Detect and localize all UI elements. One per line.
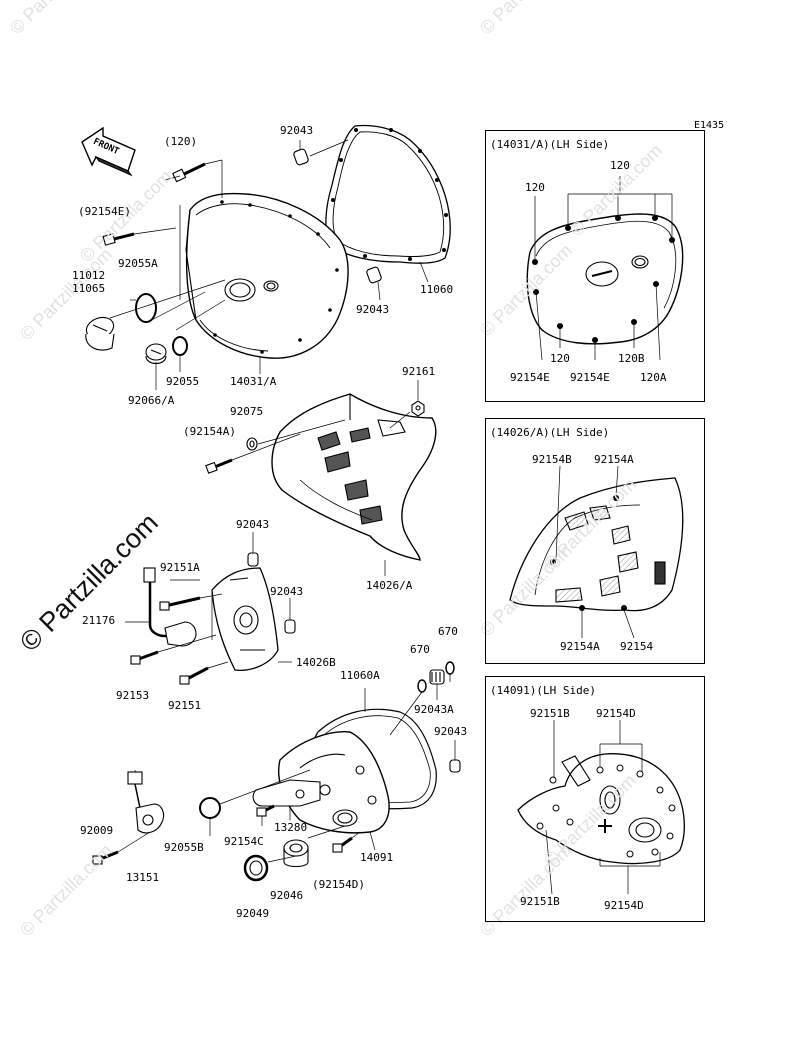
part-label: 120: [525, 181, 545, 194]
part-label: 92043: [236, 518, 270, 531]
dowel-pin-92043-d: [449, 759, 461, 773]
neutral-switch-21176: [143, 567, 197, 647]
bracket-14026b: [211, 567, 279, 671]
inset-box-14091: [485, 676, 705, 922]
part-label: 13280: [274, 821, 308, 834]
part-label: (92154D): [312, 878, 365, 891]
part-label: 92055: [166, 375, 200, 388]
part-label: 120: [550, 352, 570, 365]
part-label: 92154E: [570, 371, 610, 384]
part-label: (120): [164, 135, 198, 148]
inset-title: (14091)(LH Side): [490, 684, 596, 697]
part-label: 14091: [360, 851, 394, 864]
part-label: 92151A: [160, 561, 200, 574]
part-label: (92154E): [78, 205, 131, 218]
part-label: (92154A): [183, 425, 236, 438]
cover-14091: [278, 731, 390, 834]
part-label: 14026B: [296, 656, 336, 669]
part-label: 92049: [236, 907, 270, 920]
gasket-11060: [325, 124, 451, 264]
o-ring-92055a: [135, 293, 157, 323]
o-ring-670-b: [445, 661, 455, 675]
dowel-pin-92043a: [429, 669, 445, 685]
part-label: 11012: [72, 269, 106, 282]
part-label: 14026/A: [366, 579, 413, 592]
plate-13280: [252, 779, 321, 807]
part-label: 92154A: [560, 640, 600, 653]
dowel-pin-92043-top: [293, 148, 309, 166]
part-label: 670: [438, 625, 458, 638]
part-label: 92055B: [164, 841, 204, 854]
seal-92049: [243, 854, 269, 882]
part-label: 670: [410, 643, 430, 656]
bolt-92154a: [205, 458, 233, 474]
bolt-120: [172, 162, 206, 183]
part-label: 92043: [280, 124, 314, 137]
bolt-92151: [179, 666, 209, 685]
inset-cover-14091: [517, 720, 685, 895]
inset-box-14031a: [485, 130, 705, 402]
part-label: 92154A: [594, 453, 634, 466]
bolt-92009: [92, 850, 119, 865]
washer-92075: [246, 437, 258, 451]
part-label: 92151B: [530, 707, 570, 720]
part-label: 92043: [356, 303, 390, 316]
part-label: 92055A: [118, 257, 158, 270]
part-label: 92043A: [414, 703, 454, 716]
part-label: 92154D: [604, 899, 644, 912]
o-ring-92055b: [199, 797, 221, 819]
part-label: 11060A: [340, 669, 380, 682]
bolt-92153: [130, 650, 159, 665]
dowel-pin-92043-b: [247, 552, 259, 567]
cover-14031a: [185, 192, 349, 359]
part-label: 92043: [434, 725, 468, 738]
part-label: 120B: [618, 352, 645, 365]
part-label: 92153: [116, 689, 150, 702]
inset-cover-14031a: [526, 176, 684, 361]
bolt-92154d: [332, 836, 353, 853]
part-label: 92154B: [532, 453, 572, 466]
part-label: 120: [610, 159, 630, 172]
diagram-code: E1435: [694, 120, 725, 131]
part-label: 92151B: [520, 895, 560, 908]
sensor-13151: [127, 771, 165, 834]
part-label: 92043: [270, 585, 304, 598]
nut-92161: [411, 400, 425, 417]
inset-title: (14031/A)(LH Side): [490, 138, 610, 151]
part-label: 92154C: [224, 835, 264, 848]
bolt-92151a: [159, 596, 201, 611]
plug-92066a: [145, 343, 167, 365]
part-label: 92154D: [596, 707, 636, 720]
o-ring-92055: [172, 336, 188, 356]
bushing-92046: [283, 839, 309, 868]
dowel-pin-92043-mid: [366, 266, 382, 284]
front-arrow-icon: [81, 126, 136, 177]
part-label: 92009: [80, 824, 114, 837]
part-label: 92161: [402, 365, 436, 378]
part-label: 92066/A: [128, 394, 175, 407]
part-label: 92154E: [510, 371, 550, 384]
part-label: 11065: [72, 282, 106, 295]
part-label: 92154: [620, 640, 654, 653]
bolt-92154e: [102, 232, 135, 246]
part-label: 14031/A: [230, 375, 277, 388]
o-ring-670-a: [417, 679, 427, 693]
part-label: 92151: [168, 699, 202, 712]
plug-11012: [85, 316, 115, 351]
bolt-92154c: [256, 804, 275, 817]
sprocket-cover-14026a: [271, 393, 437, 561]
part-label: 92075: [230, 405, 264, 418]
inset-title: (14026/A)(LH Side): [490, 426, 610, 439]
part-label: 120A: [640, 371, 667, 384]
dowel-pin-92043-c: [284, 619, 296, 634]
part-label: 92046: [270, 889, 304, 902]
inset-cover-14026a: [509, 465, 684, 639]
part-label: 13151: [126, 871, 160, 884]
inset-box-14026a: [485, 418, 705, 664]
part-label: 11060: [420, 283, 454, 296]
part-label: 21176: [82, 614, 116, 627]
